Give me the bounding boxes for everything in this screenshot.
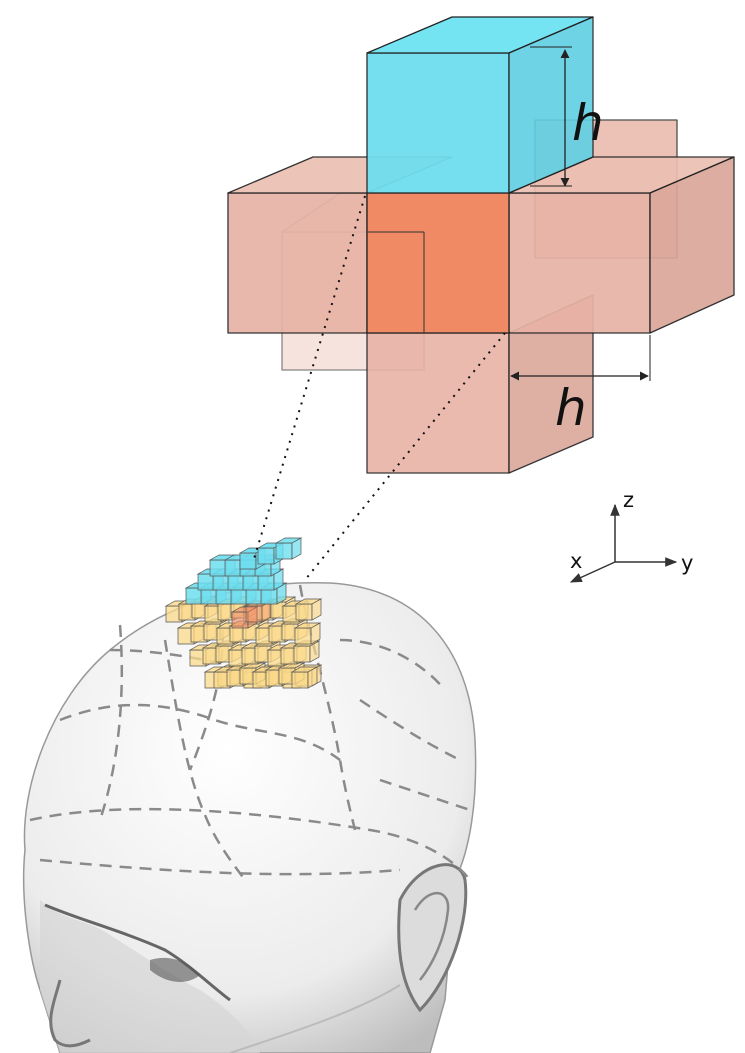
eye-socket (150, 957, 200, 982)
top-voxel (366, 16, 594, 194)
axis-triad-icon (569, 503, 678, 583)
grid-voxel (290, 666, 319, 689)
grid-voxel (230, 606, 259, 629)
face-shading (40, 900, 260, 1053)
ear-inner (413, 891, 450, 981)
axis-label-z: z (623, 488, 634, 512)
cheek-line (229, 984, 401, 1053)
neighbor-voxel-bottom (366, 294, 594, 474)
neighbor-voxel-right (508, 156, 735, 334)
dimension-label-vertical: h (572, 94, 604, 152)
nose-shape (49, 979, 91, 1048)
brow-line (44, 903, 231, 1002)
ear (397, 863, 468, 1013)
grid-voxel (294, 598, 323, 621)
grid-voxel (274, 537, 303, 560)
grid-voxel (293, 622, 322, 645)
dimension-label-horizontal: h (555, 379, 587, 437)
head-illustration (22, 581, 477, 1053)
projection-lines (252, 195, 506, 581)
axis-label-x: x (570, 549, 582, 573)
center-voxel (366, 192, 510, 334)
voxel-neighborhood (227, 16, 735, 474)
axis-label-y: y (681, 551, 693, 575)
voxel-grid (164, 537, 323, 689)
